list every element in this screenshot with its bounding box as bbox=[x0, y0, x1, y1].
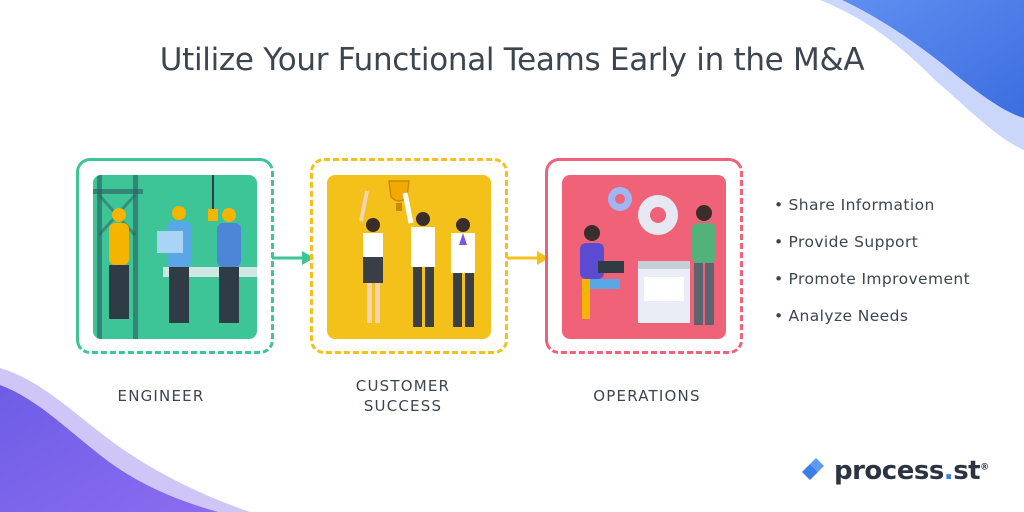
logo-registered-mark: ® bbox=[980, 462, 989, 473]
logo-text: process.st® bbox=[834, 456, 989, 486]
bullet-share-information: Share Information bbox=[774, 196, 970, 218]
bullet-analyze-needs: Analyze Needs bbox=[774, 307, 970, 329]
customer-success-card bbox=[310, 158, 508, 354]
bullet-promote-improvement: Promote Improvement bbox=[774, 270, 970, 292]
operations-card bbox=[545, 158, 743, 354]
process-st-logo: process.st® bbox=[798, 454, 989, 488]
logo-dot: . bbox=[943, 456, 954, 486]
logo-name: process bbox=[834, 456, 944, 486]
operations-label: OPERATIONS bbox=[593, 387, 701, 405]
bottom-left-blob bbox=[0, 385, 218, 512]
celebrating-team-illustration bbox=[327, 175, 491, 339]
connector-customer-to-operations bbox=[507, 251, 549, 265]
logo-suffix: st bbox=[953, 456, 981, 486]
benefits-list: Share Information Provide Support Promot… bbox=[774, 196, 970, 344]
engineers-illustration bbox=[93, 175, 257, 339]
customer-success-label: CUSTOMER SUCCESS bbox=[318, 376, 488, 416]
connector-engineer-to-customer bbox=[272, 251, 314, 265]
office-workers-illustration bbox=[562, 175, 726, 339]
engineer-label: ENGINEER bbox=[117, 387, 205, 405]
customer-success-label-line1: CUSTOMER bbox=[355, 377, 451, 395]
page-title: Utilize Your Functional Teams Early in t… bbox=[159, 42, 865, 78]
customer-success-label-line2: SUCCESS bbox=[363, 397, 443, 415]
engineer-card bbox=[76, 158, 274, 354]
bullet-provide-support: Provide Support bbox=[774, 233, 970, 255]
process-st-logo-icon bbox=[802, 458, 824, 480]
top-right-blob bbox=[842, 0, 1024, 118]
